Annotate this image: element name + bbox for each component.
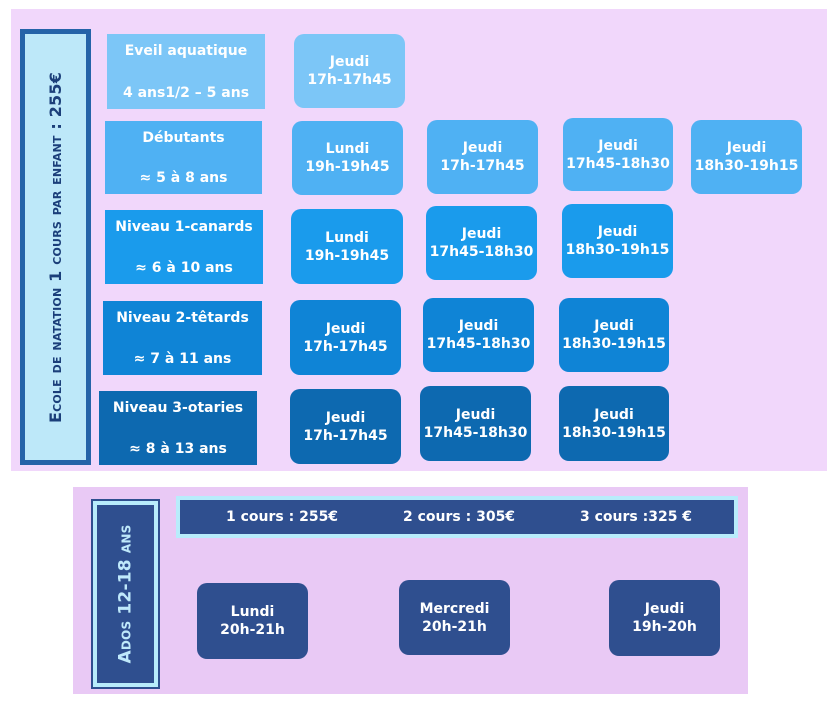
level-name: Niveau 3-otaries — [112, 400, 244, 416]
slot-time: 18h30-19h15 — [565, 242, 670, 258]
school-title: Ecole de natation 1 cours par enfant : 2… — [46, 71, 65, 423]
level-name: Niveau 2-têtards — [116, 310, 249, 326]
slot-debutants-3[interactable]: Jeudi 17h45-18h30 — [563, 118, 673, 191]
slot-time: 19h-20h — [632, 619, 697, 635]
slot-canards-2[interactable]: Jeudi 17h45-18h30 — [426, 206, 537, 280]
slot-time: 17h-17h45 — [303, 427, 388, 444]
slot-day: Mercredi — [419, 600, 490, 617]
ados-prices-bar: 1 cours : 255€ 2 cours : 305€ 3 cours :3… — [176, 496, 738, 538]
slot-day: Jeudi — [598, 137, 638, 154]
slot-day: Jeudi — [461, 226, 502, 242]
slot-time: 17h-17h45 — [307, 72, 392, 88]
level-name: Débutants — [142, 130, 225, 146]
slot-day: Jeudi — [325, 409, 366, 426]
slot-tetards-2[interactable]: Jeudi 17h45-18h30 — [423, 298, 534, 372]
slot-otaries-3[interactable]: Jeudi 18h30-19h15 — [559, 386, 669, 461]
slot-day: Jeudi — [644, 601, 685, 617]
slot-tetards-1[interactable]: Jeudi 17h-17h45 — [290, 300, 401, 375]
price-3-cours: 3 cours :325 € — [580, 509, 693, 525]
slot-ados-mercredi[interactable]: Mercredi 20h-21h — [399, 580, 510, 655]
slot-canards-1[interactable]: Lundi 19h-19h45 — [291, 209, 403, 284]
slot-tetards-3[interactable]: Jeudi 18h30-19h15 — [559, 298, 669, 372]
level-age: ≈ 8 à 13 ans — [129, 441, 227, 457]
level-tetards: Niveau 2-têtards ≈ 7 à 11 ans — [103, 301, 262, 375]
slot-day: Jeudi — [329, 54, 370, 70]
level-age: 4 ans1/2 – 5 ans — [122, 85, 250, 101]
slot-day: Lundi — [325, 141, 370, 157]
slot-debutants-4[interactable]: Jeudi 18h30-19h15 — [691, 120, 802, 194]
slot-day: Jeudi — [594, 318, 634, 334]
slot-time: 17h45-18h30 — [429, 244, 534, 260]
slot-ados-lundi[interactable]: Lundi 20h-21h — [197, 583, 308, 659]
slot-day: Lundi — [325, 229, 369, 246]
level-debutants: Débutants ≈ 5 à 8 ans — [105, 121, 262, 194]
slot-day: Jeudi — [455, 406, 496, 423]
level-name: Niveau 1-canards — [115, 219, 253, 235]
slot-debutants-2[interactable]: Jeudi 17h-17h45 — [427, 120, 538, 194]
level-age: ≈ 7 à 11 ans — [133, 351, 232, 367]
level-otaries: Niveau 3-otaries ≈ 8 à 13 ans — [99, 391, 257, 465]
ados-title: Ados 12-18 ans — [115, 524, 136, 664]
slot-time: 17h45-18h30 — [426, 336, 531, 352]
level-age: ≈ 6 à 10 ans — [135, 260, 233, 276]
slot-day: Jeudi — [325, 320, 366, 337]
slot-eveil-1[interactable]: Jeudi 17h-17h45 — [294, 34, 405, 108]
slot-time: 17h-17h45 — [440, 158, 525, 174]
level-name: Eveil aquatique — [124, 43, 248, 59]
level-age: ≈ 5 à 8 ans — [139, 170, 228, 186]
slot-time: 19h-19h45 — [305, 159, 390, 175]
slot-time: 20h-21h — [220, 622, 285, 638]
slot-time: 20h-21h — [422, 618, 487, 635]
slot-time: 18h30-19h15 — [694, 158, 799, 174]
slot-time: 18h30-19h15 — [562, 424, 666, 441]
slot-time: 17h45-18h30 — [566, 155, 670, 172]
price-2-cours: 2 cours : 305€ — [403, 509, 516, 525]
slot-time: 17h-17h45 — [303, 338, 388, 355]
slot-time: 19h-19h45 — [304, 247, 390, 264]
slot-day: Jeudi — [594, 406, 634, 423]
slot-otaries-1[interactable]: Jeudi 17h-17h45 — [290, 389, 401, 464]
slot-time: 17h45-18h30 — [423, 424, 528, 441]
slot-day: Jeudi — [462, 140, 503, 156]
slot-day: Lundi — [230, 604, 275, 620]
slot-time: 18h30-19h15 — [562, 336, 666, 352]
price-1-cours: 1 cours : 255€ — [226, 509, 339, 525]
ados-title-box: Ados 12-18 ans — [91, 499, 160, 689]
level-canards: Niveau 1-canards ≈ 6 à 10 ans — [105, 210, 263, 284]
slot-debutants-1[interactable]: Lundi 19h-19h45 — [292, 121, 403, 195]
slot-otaries-2[interactable]: Jeudi 17h45-18h30 — [420, 386, 531, 461]
school-title-box: Ecole de natation 1 cours par enfant : 2… — [20, 29, 91, 465]
slot-canards-3[interactable]: Jeudi 18h30-19h15 — [562, 204, 673, 278]
level-eveil: Eveil aquatique 4 ans1/2 – 5 ans — [107, 34, 265, 109]
slot-day: Jeudi — [597, 224, 638, 240]
slot-day: Jeudi — [458, 318, 499, 334]
slot-ados-jeudi[interactable]: Jeudi 19h-20h — [609, 580, 720, 656]
slot-day: Jeudi — [726, 140, 767, 156]
